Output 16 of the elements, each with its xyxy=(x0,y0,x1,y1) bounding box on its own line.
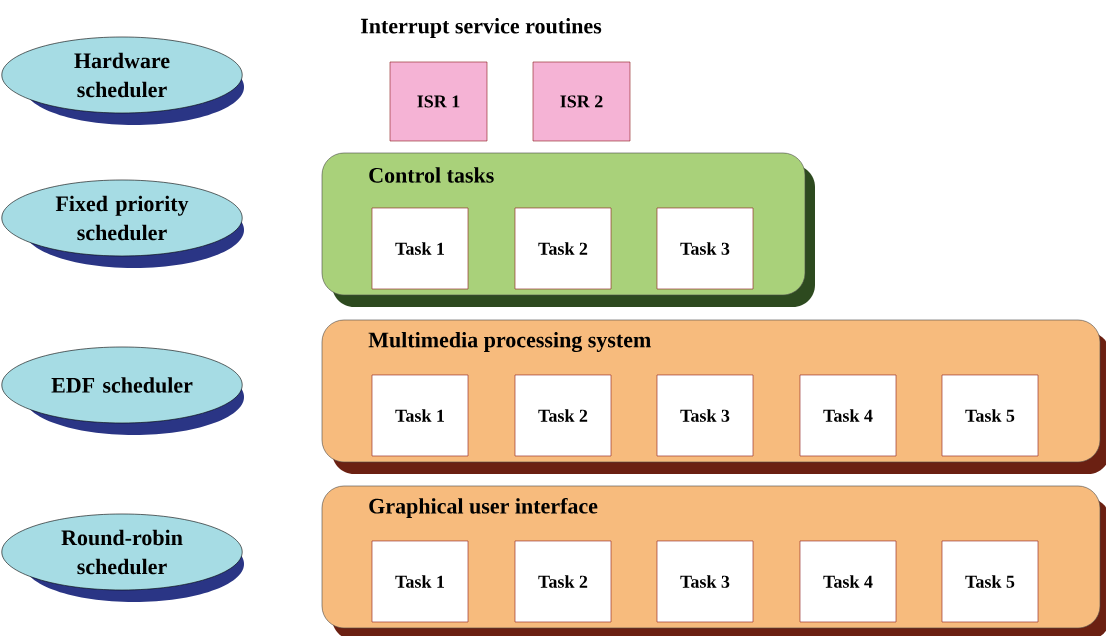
heading: Interrupt service routines xyxy=(360,18,602,38)
task-box: Task 1 xyxy=(371,207,469,290)
task-box: Task 4 xyxy=(799,374,897,457)
task-box: Task 1 xyxy=(371,374,469,457)
task-box: ISR 1 xyxy=(389,61,488,142)
task-box: Task 4 xyxy=(799,540,897,623)
task-box: Task 3 xyxy=(656,540,754,623)
task-box: Task 5 xyxy=(941,540,1039,623)
task-box: Task 3 xyxy=(656,207,754,290)
task-box: ISR 2 xyxy=(532,61,631,142)
task-box: Task 3 xyxy=(656,374,754,457)
task-box: Task 1 xyxy=(371,540,469,623)
task-box: Task 2 xyxy=(514,374,612,457)
task-box: Task 2 xyxy=(514,540,612,623)
task-box: Task 5 xyxy=(941,374,1039,457)
task-box: Task 2 xyxy=(514,207,612,290)
